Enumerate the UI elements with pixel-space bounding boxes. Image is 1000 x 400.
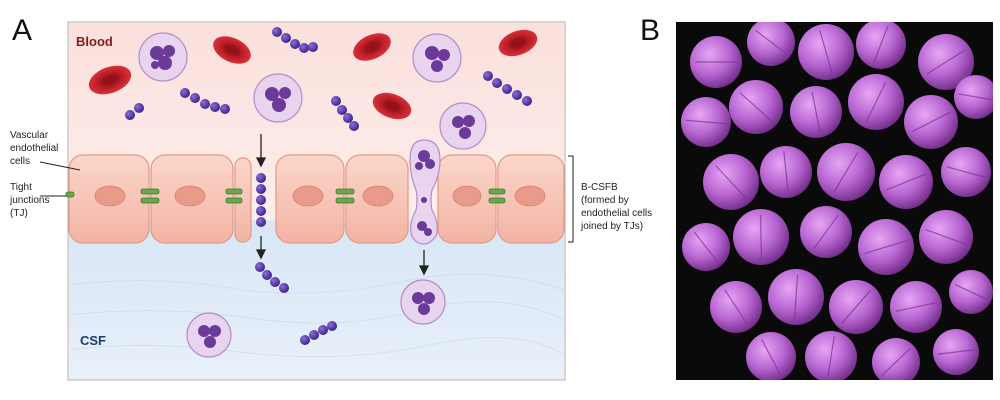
migrating-bacteria xyxy=(256,173,266,227)
bacterial-chains xyxy=(125,27,532,345)
bacteria-chain xyxy=(331,96,359,131)
transmigrating-neutrophil xyxy=(409,139,441,245)
neutrophil xyxy=(439,102,487,150)
endothelial-label-1: Vascular xyxy=(10,130,49,141)
coccus-septum xyxy=(755,29,787,55)
bcsfb-label-2: (formed by xyxy=(581,195,629,206)
red-blood-cell xyxy=(372,92,412,120)
coccus-septum xyxy=(911,111,951,133)
tj-label-3: (TJ) xyxy=(10,208,28,219)
bcsfb-label-4: joined by TJs) xyxy=(580,221,643,232)
blood-label: Blood xyxy=(76,34,113,49)
tight-junction xyxy=(225,197,243,204)
arrow-head xyxy=(255,157,267,168)
label-leaders xyxy=(39,161,81,197)
bacteria-chain xyxy=(483,71,532,106)
csf-label: CSF xyxy=(80,333,106,348)
coccus xyxy=(872,338,920,380)
coccus-septum xyxy=(827,336,835,378)
tight-junction xyxy=(488,197,506,204)
neutrophils xyxy=(138,32,487,358)
coccus-septum xyxy=(739,92,773,122)
red-blood-cell xyxy=(213,36,251,64)
neutrophil xyxy=(253,73,303,123)
arrow-head xyxy=(418,265,430,276)
tj-label-2: junctions xyxy=(9,195,49,206)
coccus-septum xyxy=(881,348,911,376)
coccus-septum xyxy=(819,30,833,74)
neutrophil xyxy=(138,32,188,82)
red-blood-cells xyxy=(88,29,538,120)
bcsfb-labels: B-CSFB (formed by endothelial cells join… xyxy=(580,182,652,232)
nucleus xyxy=(362,185,394,207)
coccus-septum xyxy=(811,91,821,133)
coccus-septum xyxy=(841,290,871,324)
coccus-septum xyxy=(954,284,988,300)
coccus-septum xyxy=(793,274,799,320)
tight-junction xyxy=(65,191,75,198)
bacteria-chain xyxy=(125,103,144,120)
red-blood-cell xyxy=(353,33,391,61)
nucleus xyxy=(174,185,206,207)
coccus-septum xyxy=(865,81,887,123)
tight-junction xyxy=(488,188,506,195)
tj-label-1: Tight xyxy=(10,182,32,193)
nuclei xyxy=(94,185,546,207)
coccus-septum xyxy=(925,229,967,245)
nucleus xyxy=(514,185,546,207)
cocci-cluster xyxy=(681,22,993,380)
coccus-septum xyxy=(885,173,927,191)
coccus-septum xyxy=(958,93,993,101)
nucleus xyxy=(452,185,482,207)
tight-junction xyxy=(225,188,243,195)
coccus-septum xyxy=(783,151,789,193)
sem-micrograph xyxy=(676,22,993,380)
coccus-septum xyxy=(686,119,726,125)
coccus-septum xyxy=(864,239,908,255)
diagram-frame xyxy=(67,21,566,381)
red-blood-cell xyxy=(88,65,132,95)
tight-junction xyxy=(335,188,355,195)
coccus-septum xyxy=(715,165,747,199)
tight-junction xyxy=(140,197,160,204)
panel-b-letter: B xyxy=(640,14,661,47)
nucleus xyxy=(94,185,126,207)
endothelial-label-2: endothelial xyxy=(10,143,58,154)
coccus-septum xyxy=(895,302,937,312)
coccus-septum xyxy=(937,349,975,355)
coccus-septum xyxy=(724,289,748,325)
endothelial-leader-line xyxy=(39,161,81,171)
left-labels: Vascular endothelial cells Tight junctio… xyxy=(9,130,58,219)
coccus-septum xyxy=(760,214,762,260)
neutrophil xyxy=(412,33,462,83)
coccus-septum xyxy=(946,166,986,178)
panel-a-letter: A xyxy=(12,14,33,47)
bcsfb-diagram: Blood CSF xyxy=(9,21,652,381)
coccus-septum xyxy=(873,25,889,63)
bcsfb-label-3: endothelial cells xyxy=(581,208,652,219)
coccus-septum xyxy=(693,231,719,263)
endothelial-label-3: cells xyxy=(10,156,30,167)
red-blood-cell xyxy=(498,29,538,57)
bacteria-chain xyxy=(180,88,230,114)
neutrophil xyxy=(186,312,232,358)
coccus-septum xyxy=(813,214,839,250)
bacteria-chain xyxy=(272,27,318,53)
nucleus xyxy=(292,185,324,207)
arrows xyxy=(255,134,430,276)
tight-junctions xyxy=(65,188,506,204)
bacteria-chain xyxy=(255,262,289,293)
coccus-septum xyxy=(761,339,781,375)
neutrophil xyxy=(400,279,446,325)
csf-compartment xyxy=(69,220,564,379)
coccus-septum xyxy=(833,151,859,193)
bcsfb-bracket xyxy=(568,155,574,243)
bacteria-chain xyxy=(300,321,337,345)
arrow-head xyxy=(255,249,267,260)
bcsfb-label-1: B-CSFB xyxy=(581,182,618,193)
tight-junction xyxy=(140,188,160,195)
tight-junction xyxy=(335,197,355,204)
coccus-septum xyxy=(926,49,966,75)
